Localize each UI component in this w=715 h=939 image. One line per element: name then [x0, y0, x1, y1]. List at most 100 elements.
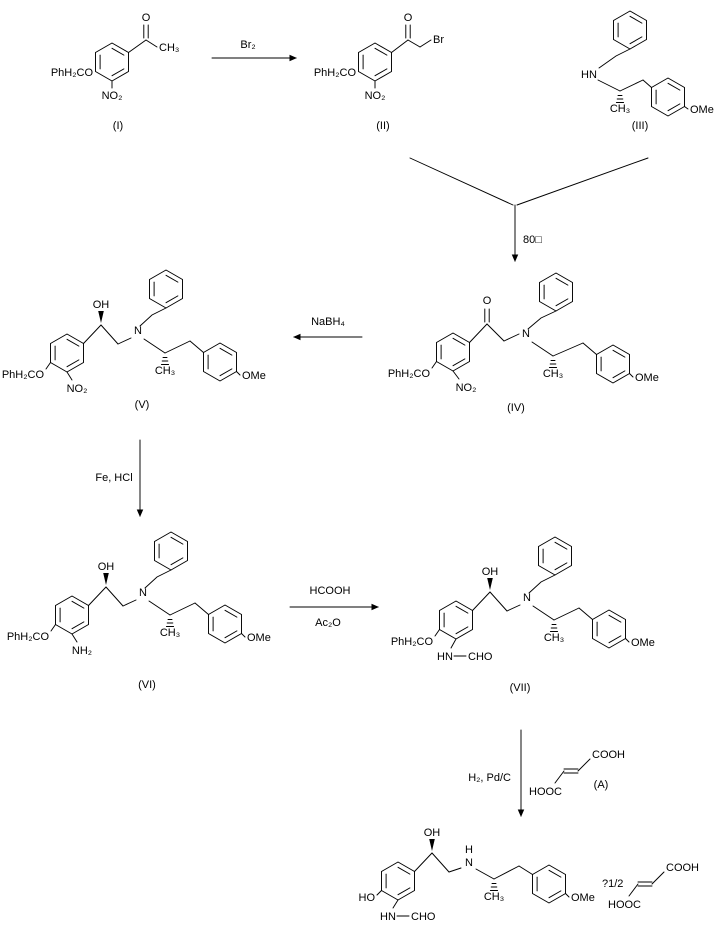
- atom-label-o: O: [142, 12, 151, 24]
- stereo-wedge-bond: [429, 839, 435, 851]
- atom-label-phh2co: PhH₂CO: [2, 369, 45, 381]
- atom-label-phh2co: PhH₂CO: [388, 368, 431, 380]
- atom-label-hn: HN: [380, 911, 396, 923]
- atom-label-hn: HN: [581, 69, 597, 81]
- bonds: [45, 307, 241, 381]
- fumaric-acid-a: COOH HOOC (A): [529, 749, 625, 798]
- atom-label-ome: OMe: [635, 372, 659, 384]
- compound-label-a: (A): [594, 779, 609, 791]
- atom-label-o: O: [483, 295, 492, 307]
- atom-label-phh2co: PhH₂CO: [391, 636, 434, 648]
- converge-line-left: [409, 157, 514, 206]
- atom-label-ch3: CH₃: [155, 365, 175, 377]
- arrow-br2: Br₂: [211, 39, 297, 62]
- compound-label-v: (V): [135, 399, 150, 411]
- atom-label-ch3: CH₃: [544, 632, 564, 644]
- atom-label-ho: HO: [359, 892, 376, 904]
- stereo-wedge-bond: [103, 573, 109, 585]
- bonds: [111, 24, 158, 89]
- benzene-ring: [381, 861, 415, 901]
- reagent-label-h2-pdc: H₂, Pd/C: [468, 772, 511, 784]
- reagent-label-ac2o: Ac₂O: [315, 617, 341, 629]
- atom-label-hn: HN: [437, 651, 453, 663]
- benzene-ring: [208, 604, 242, 644]
- benzene-ring: [203, 342, 237, 382]
- atom-label-cooh: COOH: [592, 749, 625, 761]
- benzene-ring: [55, 595, 89, 635]
- atom-label-ch3: CH₃: [484, 891, 504, 903]
- atom-label-br: Br: [433, 34, 444, 46]
- stereo-hash-bond: [489, 883, 499, 891]
- reagent-label-br2: Br₂: [240, 39, 255, 51]
- atom-label-no2: NO₂: [365, 90, 386, 102]
- atom-label-cho: CHO: [411, 911, 436, 923]
- benzene-ring: [436, 332, 470, 372]
- atom-label-phh2co: PhH₂CO: [7, 631, 50, 643]
- bonds: [434, 574, 630, 657]
- atom-label-n: N: [134, 325, 142, 337]
- arrow-fe-hcl: Fe, HCl: [95, 439, 144, 517]
- atom-label-phh2co: PhH₂CO: [314, 67, 357, 79]
- benzene-ring: [592, 609, 626, 649]
- atom-label-ome: OMe: [631, 637, 655, 649]
- compound-iv: O N CH₃ OMe PhH₂CO NO₂ (IV): [388, 272, 659, 414]
- reagent-label-fe-hcl: Fe, HCl: [95, 472, 132, 484]
- atom-label-ch3: CH₃: [159, 42, 179, 54]
- atom-label-n: N: [523, 592, 531, 604]
- atom-label-oh: OH: [482, 566, 499, 578]
- atom-label-oh: OH: [93, 299, 110, 311]
- bonds: [50, 569, 246, 643]
- reagent-label-hcooh: HCOOH: [310, 585, 351, 597]
- atom-label-ome: OMe: [247, 632, 271, 644]
- bonds: [628, 871, 665, 897]
- atom-label-phh2co: PhH₂CO: [51, 67, 94, 79]
- arrow-h2-pdc: H₂, Pd/C: [468, 729, 525, 817]
- final-product: OH H N CH₃ OMe HO HN CHO: [359, 827, 595, 923]
- atom-label-n: N: [465, 857, 473, 869]
- stereo-hash-bond: [165, 619, 175, 627]
- atom-label-o: O: [404, 12, 413, 24]
- stereo-hash-bond: [160, 357, 170, 365]
- atom-label-hooc: HOOC: [608, 899, 641, 911]
- arrow-nabh4: NaBH₄: [293, 316, 363, 341]
- benzene-ring: [596, 344, 630, 384]
- atom-label-cho: CHO: [468, 651, 493, 663]
- benzene-ring: [439, 600, 473, 640]
- atom-label-n: N: [522, 328, 530, 340]
- compound-label-iii: (III): [632, 120, 649, 132]
- compound-label-vi: (VI): [138, 679, 156, 691]
- stereo-hash-bond: [548, 360, 558, 368]
- atom-label-ch3: CH₃: [160, 627, 180, 639]
- stereo-wedge-bond: [487, 578, 493, 590]
- compound-vi: OH N CH₃ OMe PhH₂CO NH₂ (VI): [7, 531, 271, 691]
- atom-label-no2: NO₂: [456, 382, 477, 394]
- stereo-wedge-bond: [98, 311, 104, 323]
- stoichiometry-label: ?1/2: [602, 878, 623, 890]
- atom-label-n: N: [139, 587, 147, 599]
- bonds: [376, 852, 570, 917]
- compound-ii: O Br PhH₂CO NO₂ (II): [314, 12, 445, 132]
- atom-label-cooh: COOH: [666, 862, 699, 874]
- atom-label-no2: NO₂: [67, 383, 88, 395]
- compound-v: OH N CH₃ OMe PhH₂CO NO₂ (V): [2, 269, 266, 411]
- benzene-ring: [538, 536, 572, 576]
- compound-vii: OH N CH₃ OMe PhH₂CO HN CHO (VII): [391, 536, 655, 694]
- compound-i: O CH₃ PhH₂CO NO₂ (I): [51, 12, 180, 132]
- benzene-ring: [358, 42, 392, 82]
- stereo-hash-bond: [549, 624, 559, 632]
- compound-label-i: (I): [113, 120, 123, 132]
- benzene-ring: [651, 77, 685, 117]
- half-fumarate: ?1/2 COOH HOOC: [602, 862, 699, 911]
- atom-label-ch3: CH₃: [610, 103, 630, 115]
- atom-label-ome: OMe: [242, 370, 266, 382]
- benzene-ring: [532, 864, 566, 904]
- arrow-converge-80: 80□: [409, 157, 649, 262]
- atom-label-ch3: CH₃: [543, 368, 563, 380]
- benzene-ring: [50, 333, 84, 373]
- bonds: [431, 308, 634, 380]
- bonds: [554, 758, 591, 784]
- converge-line-right: [516, 157, 649, 206]
- atom-label-hooc: HOOC: [529, 786, 562, 798]
- benzene-ring: [95, 42, 129, 82]
- atom-label-oh: OH: [424, 827, 441, 839]
